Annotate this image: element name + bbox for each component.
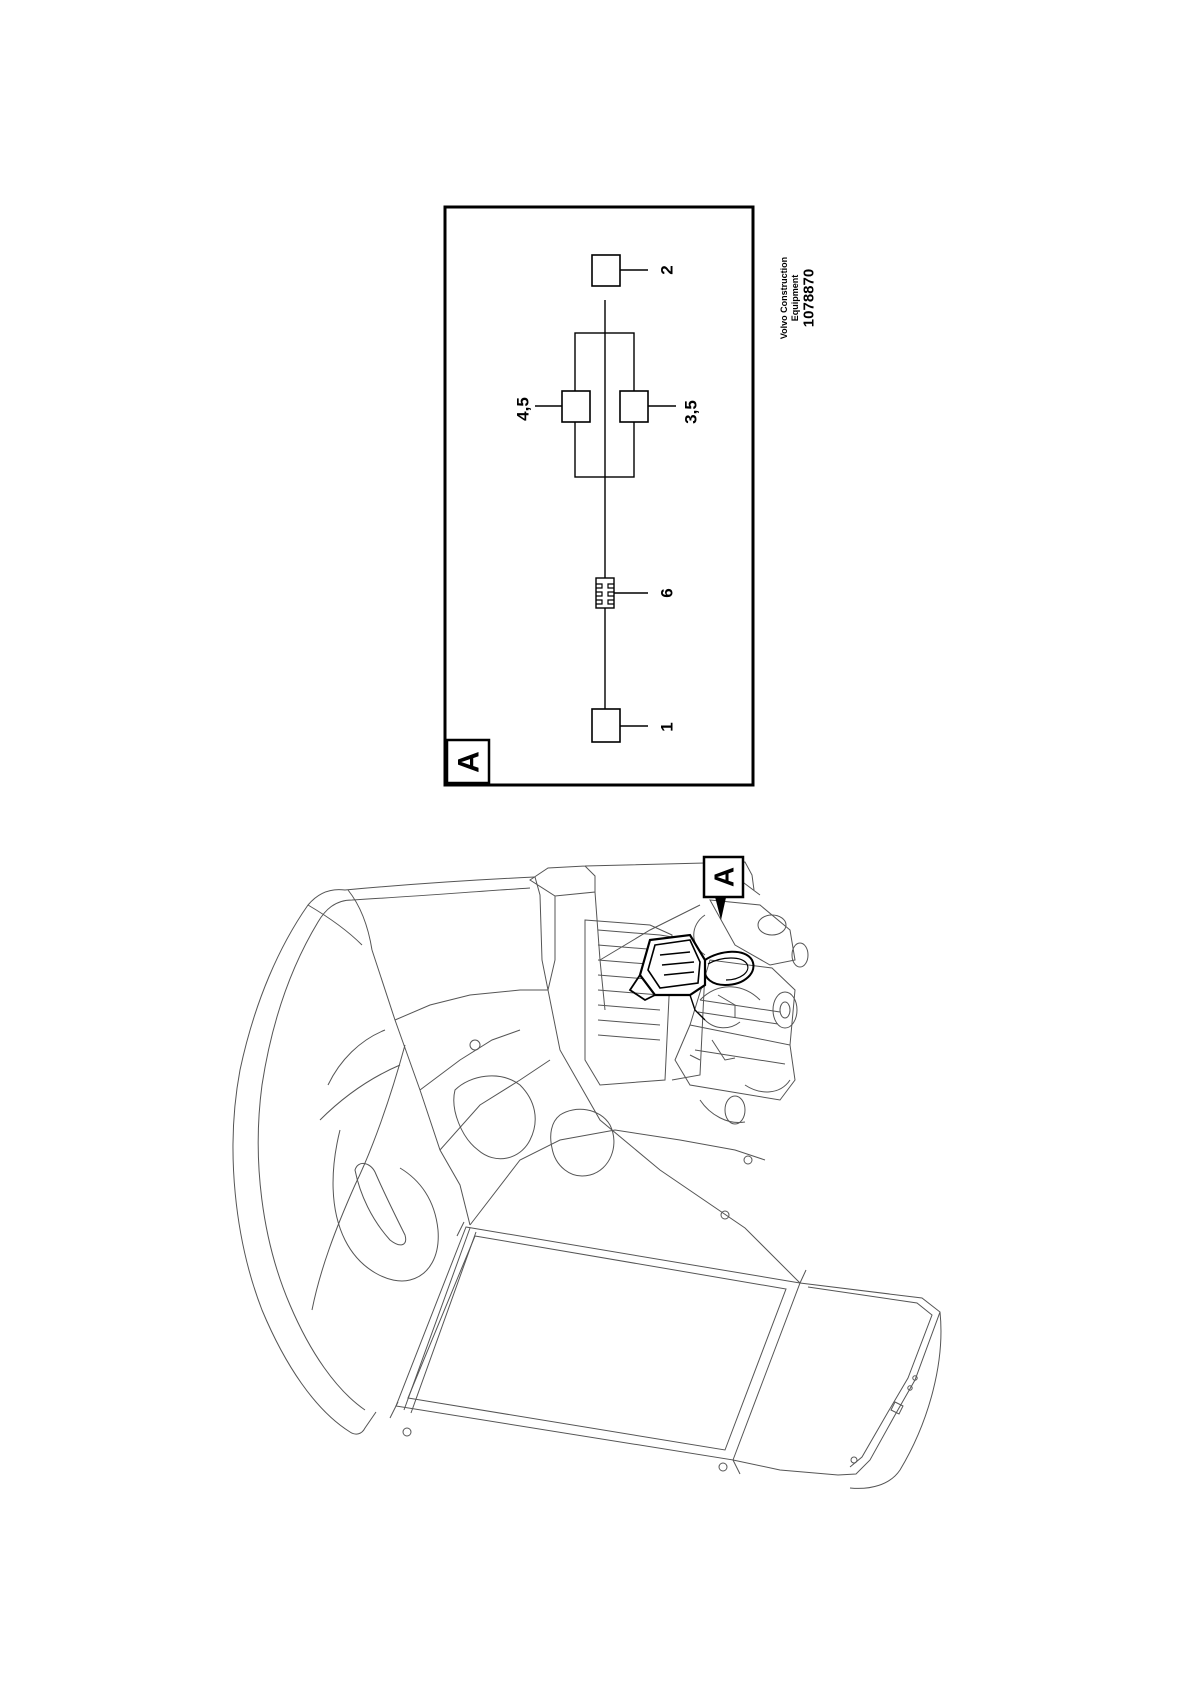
front-panel-bolt bbox=[907, 1385, 913, 1391]
front-panel-edge bbox=[849, 1311, 942, 1489]
floor-hole bbox=[743, 1155, 753, 1165]
hood-rim bbox=[307, 889, 373, 951]
label-4-5: 4,5 bbox=[514, 397, 533, 421]
floor-hole bbox=[469, 1039, 481, 1051]
component-4-5 bbox=[561, 390, 591, 423]
label-1: 1 bbox=[658, 722, 677, 731]
hood-outline-inner bbox=[257, 887, 531, 1411]
drawing-reference: Volvo Construction Equipment 1078870 bbox=[779, 257, 818, 339]
hood-outline bbox=[232, 876, 536, 1435]
floor-hole bbox=[720, 1210, 730, 1220]
inset-diagram: A 2 4,5 3,5 6 1 bbox=[443, 205, 755, 787]
inner-bracket bbox=[453, 1075, 615, 1177]
front-panel-latch bbox=[890, 1401, 904, 1415]
front-panel-bolt bbox=[850, 1456, 858, 1464]
side-panel bbox=[311, 949, 471, 1311]
label-6: 6 bbox=[658, 588, 677, 597]
side-panel-slot bbox=[354, 1163, 407, 1246]
component-2 bbox=[591, 254, 621, 287]
company-name-line2: Equipment bbox=[790, 275, 800, 322]
view-letter-label: A bbox=[453, 751, 486, 773]
company-name-line1: Volvo Construction bbox=[779, 257, 789, 339]
hose-detail bbox=[689, 994, 741, 1061]
inset-frame bbox=[443, 205, 755, 787]
machine-illustration: A bbox=[232, 855, 942, 1489]
radiator-panel bbox=[389, 1221, 807, 1475]
drawing-number: 1078870 bbox=[801, 269, 818, 327]
front-panel-bolt bbox=[912, 1375, 918, 1381]
component-1 bbox=[591, 708, 621, 743]
front-panel bbox=[732, 1282, 941, 1476]
callout-a: A bbox=[702, 855, 745, 920]
component-3-5 bbox=[619, 390, 649, 423]
engine-bay-floor bbox=[394, 876, 801, 1284]
label-2: 2 bbox=[658, 265, 677, 274]
side-panel-recess bbox=[319, 1029, 401, 1121]
callout-a-box bbox=[702, 855, 745, 899]
callout-a-label: A bbox=[709, 867, 740, 887]
label-3-5: 3,5 bbox=[682, 400, 701, 424]
ecu-control-unit bbox=[628, 933, 755, 1021]
view-letter-box bbox=[445, 738, 491, 785]
component-6-fuse bbox=[595, 577, 615, 609]
